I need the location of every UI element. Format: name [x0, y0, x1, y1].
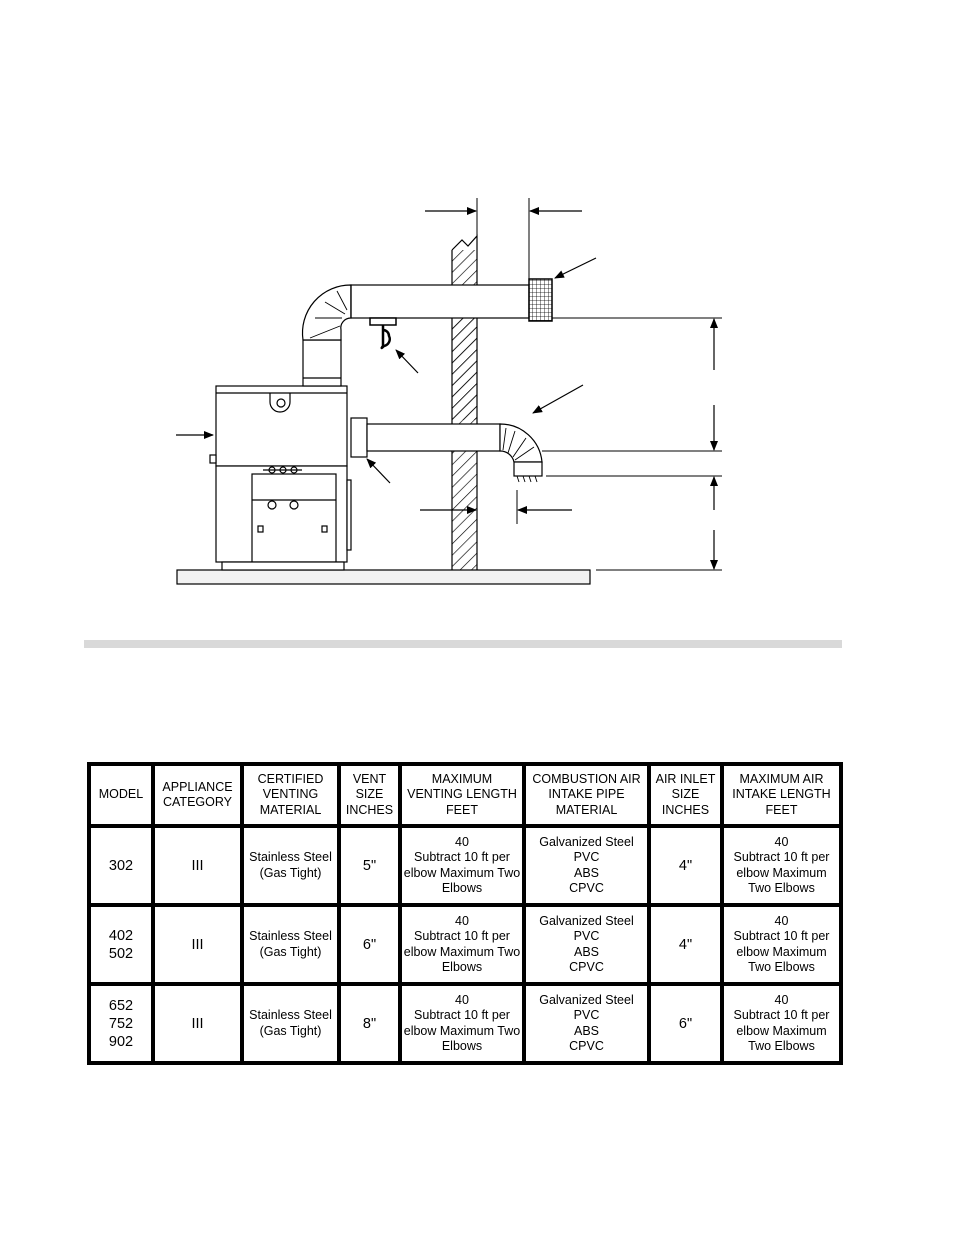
leader-arrow: [532, 384, 584, 414]
leader-arrow: [366, 458, 391, 484]
cell-category: III: [153, 984, 242, 1063]
vent-pipe: [301, 284, 530, 387]
cell-venting-material: Stainless Steel(Gas Tight): [242, 826, 339, 905]
vent-termination-screen: [528, 278, 553, 322]
section-divider: [84, 640, 842, 648]
cell-air-inlet-size: 4": [649, 905, 722, 984]
cell-category: III: [153, 905, 242, 984]
cell-model: 302: [89, 826, 153, 905]
header-model: MODEL: [89, 764, 153, 826]
venting-installation-diagram: [176, 198, 722, 585]
cell-category: III: [153, 826, 242, 905]
cell-vent-size: 8": [339, 984, 400, 1063]
cell-air-inlet-size: 6": [649, 984, 722, 1063]
leader-arrow: [554, 257, 597, 279]
boiler-appliance: [209, 385, 352, 571]
leader-arrow: [395, 349, 419, 374]
floor-slab: [176, 569, 591, 585]
cell-vent-size: 5": [339, 826, 400, 905]
air-intake-pipe: [350, 417, 543, 483]
cell-venting-material: Stainless Steel(Gas Tight): [242, 984, 339, 1063]
cell-venting-material: Stainless Steel(Gas Tight): [242, 905, 339, 984]
condensate-trap: [369, 317, 397, 350]
table-row: 302 III Stainless Steel(Gas Tight) 5" 40…: [89, 826, 841, 905]
cell-vent-size: 6": [339, 905, 400, 984]
cell-air-inlet-size: 4": [649, 826, 722, 905]
